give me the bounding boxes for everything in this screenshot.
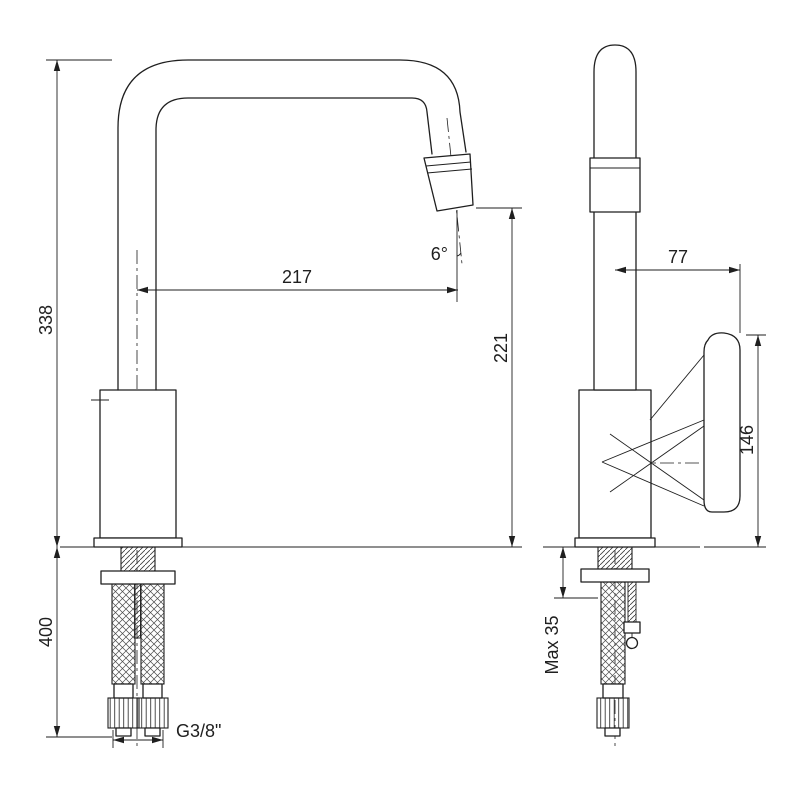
braided-hose-left bbox=[111, 583, 136, 685]
dim-max35-label: Max 35 bbox=[542, 615, 562, 674]
handle-paddle bbox=[703, 332, 741, 513]
angle-arc bbox=[456, 252, 462, 257]
hose-fitting-left bbox=[113, 683, 134, 699]
dim-217-label: 217 bbox=[282, 267, 312, 287]
dim-depth: 77 bbox=[615, 247, 741, 333]
connector-tail-left bbox=[115, 727, 132, 737]
hose-fitting-right bbox=[142, 683, 163, 699]
dim-max-counter-thickness: Max 35 bbox=[542, 547, 598, 675]
braided-hose-right bbox=[140, 583, 165, 685]
front-view: 338 400 217 6° 221 G3/8" bbox=[36, 59, 522, 750]
handle-arm-line bbox=[649, 354, 705, 421]
aerator-ring-side bbox=[589, 157, 641, 213]
base-flange-side bbox=[574, 537, 656, 548]
dim-77-label: 77 bbox=[668, 247, 688, 267]
stud-ball-end bbox=[625, 636, 639, 650]
mounting-stud-side bbox=[627, 581, 637, 623]
faucet-body-side bbox=[578, 389, 652, 539]
faucet-body-front bbox=[99, 389, 177, 539]
connector-tail-right bbox=[144, 727, 161, 737]
connector-nut-side bbox=[596, 697, 630, 729]
dim-146-label: 146 bbox=[737, 425, 757, 455]
column-side bbox=[593, 44, 637, 391]
braided-hose-side bbox=[600, 581, 626, 685]
dim-spout-reach: 217 bbox=[137, 267, 458, 294]
thread-size-label: G3/8" bbox=[176, 721, 221, 741]
base-flange-front bbox=[93, 537, 183, 548]
dim-400-label: 400 bbox=[36, 617, 56, 647]
side-view: 77 146 Max 35 bbox=[542, 44, 766, 748]
dim-338-label: 338 bbox=[36, 305, 56, 335]
dim-221-label: 221 bbox=[491, 333, 511, 363]
dim-handle-height: 146 bbox=[704, 334, 766, 548]
dim-overall-height: 338 bbox=[36, 59, 112, 547]
aerator-front bbox=[423, 153, 474, 212]
hose-fitting-side bbox=[602, 683, 624, 699]
connector-nut-right bbox=[136, 697, 169, 729]
aerator-joint-lines bbox=[425, 161, 473, 174]
connector-tail-side bbox=[604, 727, 621, 737]
handle-cone-lines bbox=[601, 419, 705, 507]
angle-spout: 6° bbox=[431, 210, 462, 302]
spout-outline-inner bbox=[155, 97, 433, 391]
dim-hose-length: 400 bbox=[36, 547, 112, 738]
dim-connection-thread: G3/8" bbox=[112, 721, 221, 748]
angle-6-label: 6° bbox=[431, 244, 448, 264]
stud-nut bbox=[623, 621, 641, 634]
spout-outline-outer bbox=[117, 59, 467, 391]
dim-spout-height: 221 bbox=[476, 207, 522, 547]
mounting-washer-side bbox=[580, 568, 650, 583]
connector-nut-left bbox=[107, 697, 140, 729]
mounting-washer bbox=[100, 570, 176, 585]
